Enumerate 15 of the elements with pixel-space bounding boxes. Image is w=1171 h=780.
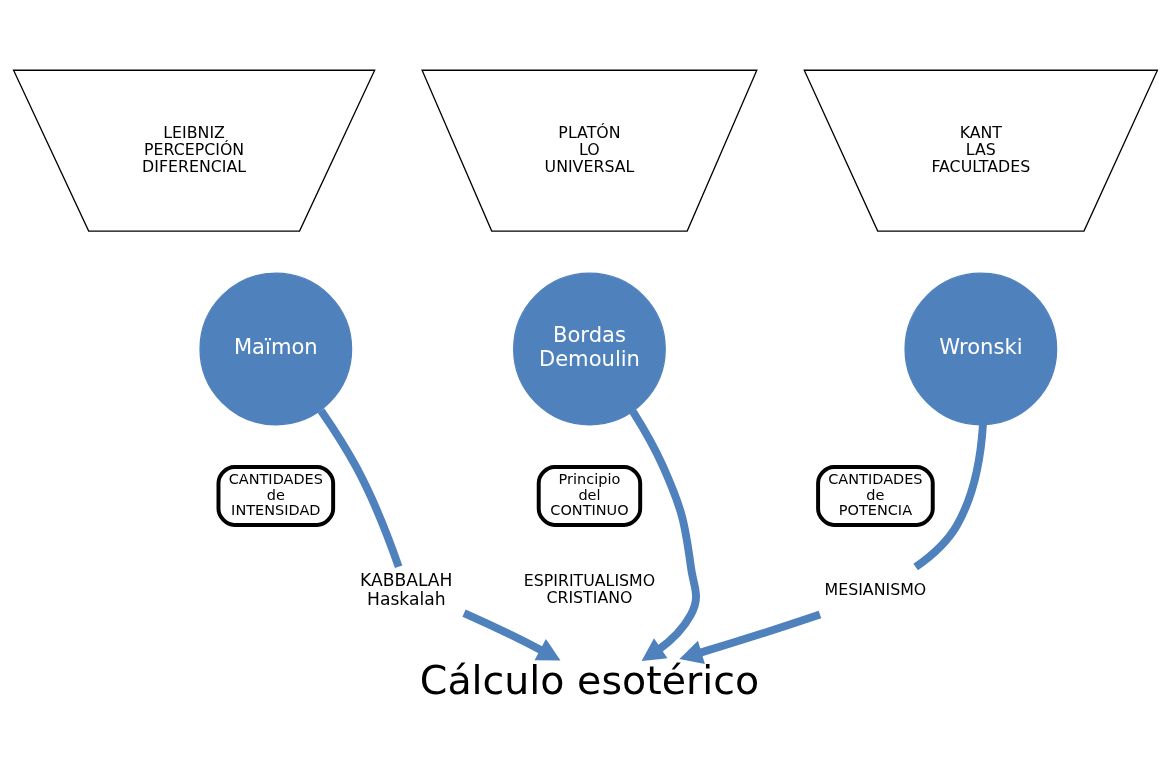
node-text: KABBALAH Haskalah xyxy=(360,569,453,609)
node-box: Principio del CONTINUO xyxy=(536,464,643,527)
arrow xyxy=(629,408,700,661)
node-text: ESPIRITUALISMO CRISTIANO xyxy=(523,570,656,607)
node-box: CANTIDADES de INTENSIDAD xyxy=(216,464,336,527)
node-box: CANTIDADES de POTENCIA xyxy=(816,464,935,527)
node-circle: Wronski xyxy=(904,272,1058,425)
connector xyxy=(317,407,403,568)
arrow xyxy=(462,608,561,660)
arrow xyxy=(679,610,822,664)
node-text: Cálculo esotérico xyxy=(419,656,760,703)
node-circle: Bordas Demoulin xyxy=(513,272,666,425)
connector xyxy=(913,424,987,570)
node-circle: Maïmon xyxy=(199,272,353,425)
node-text: MESIANISMO xyxy=(824,579,927,599)
